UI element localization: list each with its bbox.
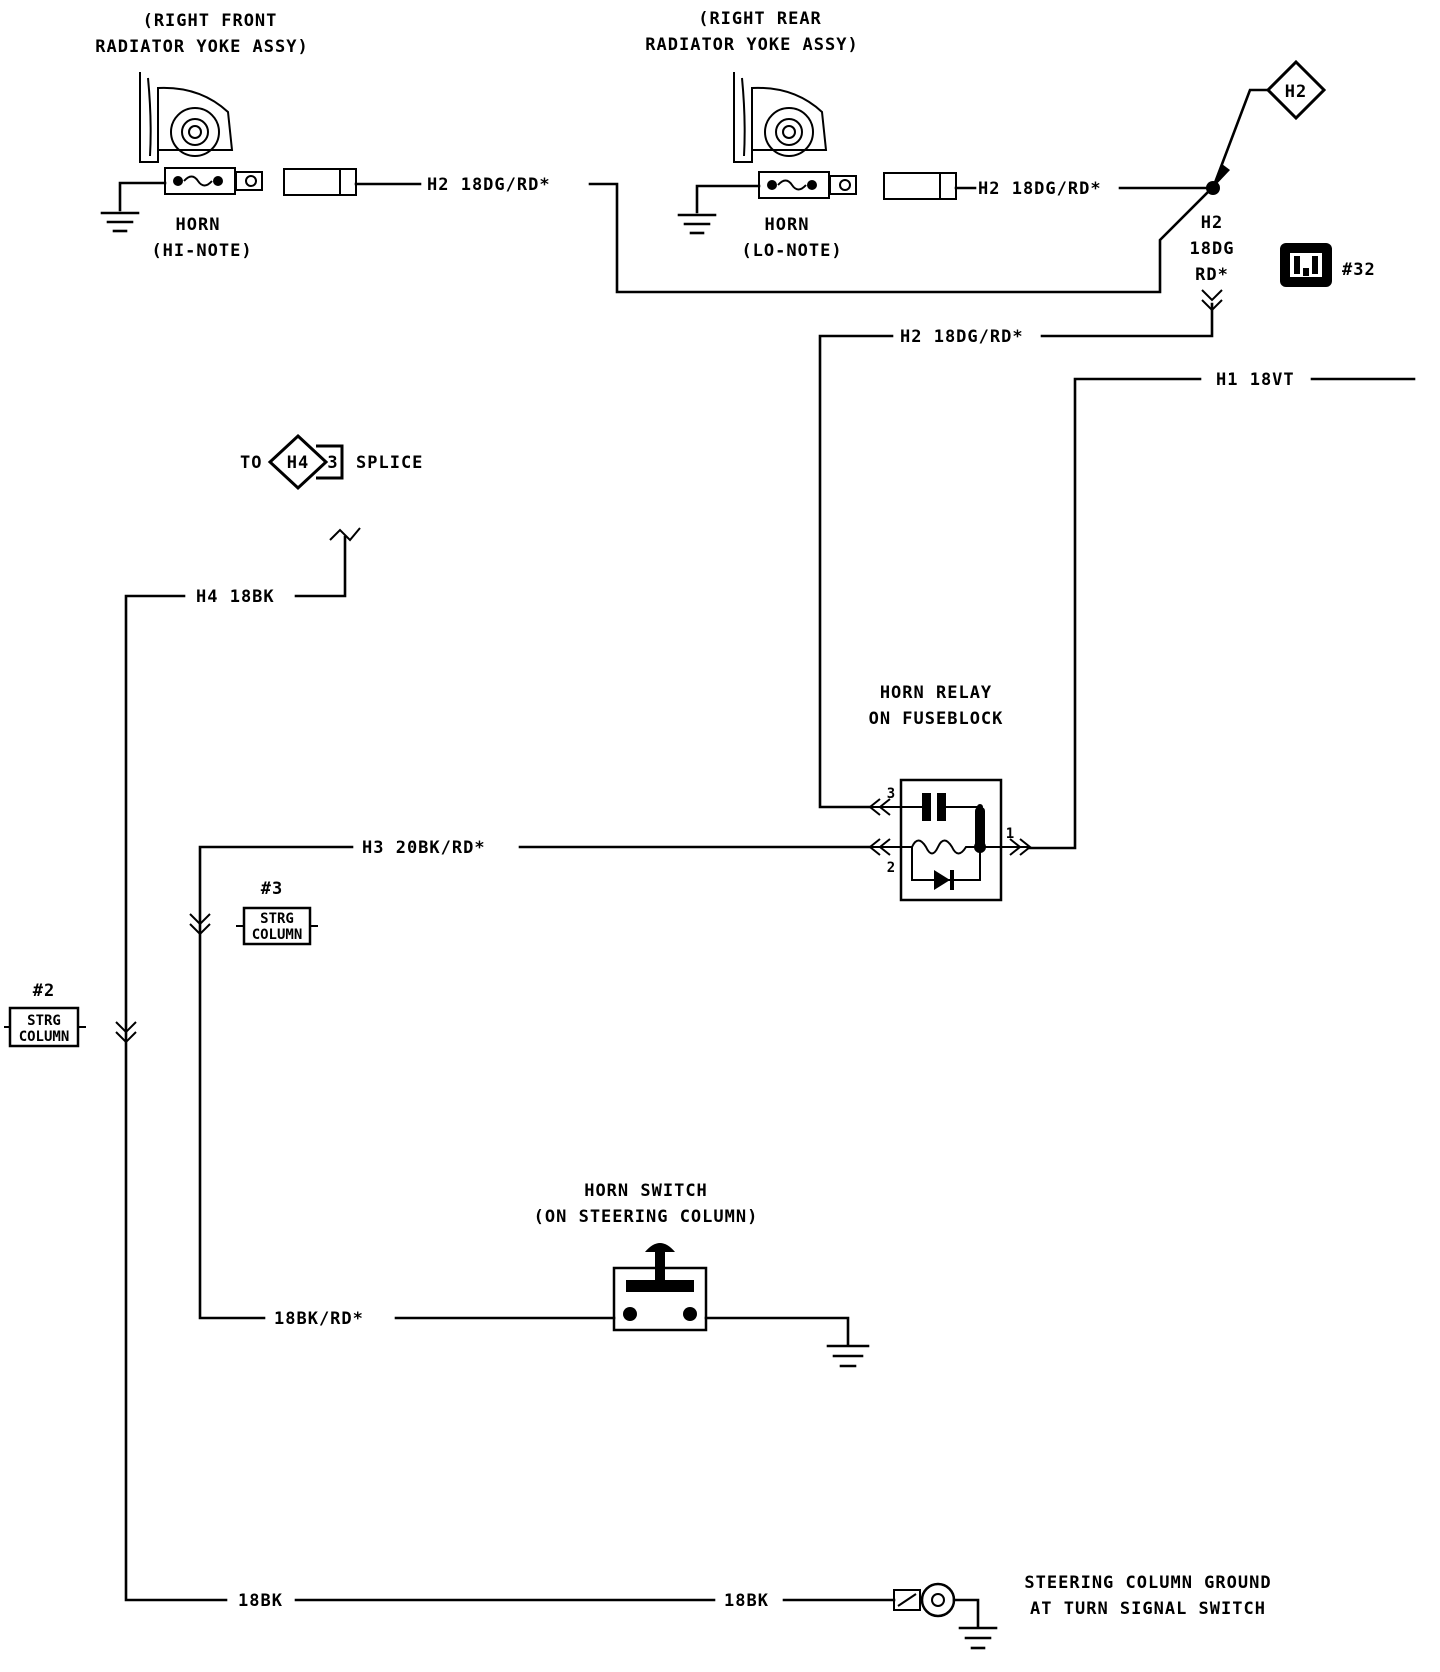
horn-front-name: HORN [176,215,221,235]
relay-title-line1: HORN RELAY [880,683,992,703]
relay-pin-1: 1 [1006,826,1014,842]
h2-diamond-ref: H2 [1265,59,1327,121]
strg-column-2-line2: COLUMN [19,1029,70,1045]
strg-column-2-ref: #2 [33,981,55,1001]
strg-column-2-line1: STRG [27,1013,61,1029]
wire-h3-left [198,845,354,1320]
wire-h2-relay [818,334,894,809]
horn-switch [612,1243,708,1332]
connector-32-icon [1280,243,1332,287]
relay-pin-3: 3 [887,786,895,802]
strg-column-3-ref: #3 [261,879,283,899]
strg-column-connector-2: #2 STRG COLUMN [4,981,86,1048]
splice-number: 3 [327,453,338,473]
wire-h1 [1026,377,1202,850]
wire-h2-relay-right [1040,302,1214,338]
wire-h2-rear-label: H2 18DG/RD* [978,179,1102,199]
steering-ground-eyelet-icon [893,1582,998,1650]
horn-front-location-line2: RADIATOR YOKE ASSY) [95,37,308,57]
relay-title-line2: ON FUSEBLOCK [869,709,1004,729]
wire-h4-right [294,535,347,598]
wire-h2-to-diamond [1211,88,1270,190]
wire-h4-label: H4 18BK [196,587,275,607]
wire-h2-vertical-line1: H2 [1201,213,1223,233]
wire-ground-left-label: 18BK [238,1591,283,1611]
splice-arrow-icon [1213,164,1230,188]
horn-rear-icon [733,72,857,199]
wire-h4 [124,594,228,1602]
wire-h3-label: H3 20BK/RD* [362,838,486,858]
wire-h2-relay-label: H2 18DG/RD* [900,327,1024,347]
wire-h2-vertical-line2: 18DG [1190,239,1235,259]
relay-pin-2-icon [868,838,891,856]
relay-pin-3-icon [868,798,891,816]
splice-suffix: SPLICE [356,453,423,473]
horn-rear-location-line1: (RIGHT REAR [698,9,822,29]
horn-rear-ground-icon [677,184,761,235]
horn-rear-name: HORN [765,215,810,235]
horn-hi-note: (RIGHT FRONT RADIATOR YOKE ASSY) HORN (H… [95,11,422,261]
strg-column-connector-3: #3 STRG COLUMN [236,879,318,946]
steering-ground-line1: STEERING COLUMN GROUND [1024,1573,1271,1593]
relay-pin-2: 2 [887,860,895,876]
horn-rear-note: (LO-NOTE) [741,241,842,261]
horn-rear-connector [883,172,957,200]
strg-column-3-line2: COLUMN [252,927,303,943]
horn-lo-note: (RIGHT REAR RADIATOR YOKE ASSY) HORN (LO… [645,9,977,261]
splice-prefix: TO [240,453,262,473]
relay-pin-1-icon [1009,838,1032,856]
horn-front-location-line1: (RIGHT FRONT [143,11,278,31]
splice-stub-icon [329,527,361,542]
steering-ground-line2: AT TURN SIGNAL SWITCH [1030,1599,1266,1619]
splice-reference: TO H4 3 SPLICE [240,433,423,491]
horn-switch-title-line2: (ON STEERING COLUMN) [534,1207,759,1227]
horn-front-connector [283,168,357,196]
horn-front-icon [139,72,263,195]
switch-ground-icon [826,1344,870,1368]
horn-front-ground-icon [100,181,167,233]
wire-h1-label: H1 18VT [1216,370,1295,390]
wire-h2-front-label: H2 18DG/RD* [427,175,551,195]
h2-diamond-label: H2 [1285,82,1307,102]
inline-connector-3-icon [189,913,211,936]
wire-ground-right-label: 18BK [724,1591,769,1611]
wire-h2-vertical-line3: RD* [1195,265,1229,285]
wire-switch-ground [704,1316,850,1346]
horn-switch-title-line1: HORN SWITCH [584,1181,708,1201]
horn-rear-location-line2: RADIATOR YOKE ASSY) [645,35,858,55]
horn-front-note: (HI-NOTE) [151,241,252,261]
strg-column-3-line1: STRG [260,911,294,927]
connector-32-label: #32 [1342,260,1376,280]
splice-code: H4 [287,453,309,473]
inline-connector-2-icon [115,1021,137,1044]
wire-switch-label: 18BK/RD* [274,1309,364,1329]
wire-h2-front [588,182,1214,294]
